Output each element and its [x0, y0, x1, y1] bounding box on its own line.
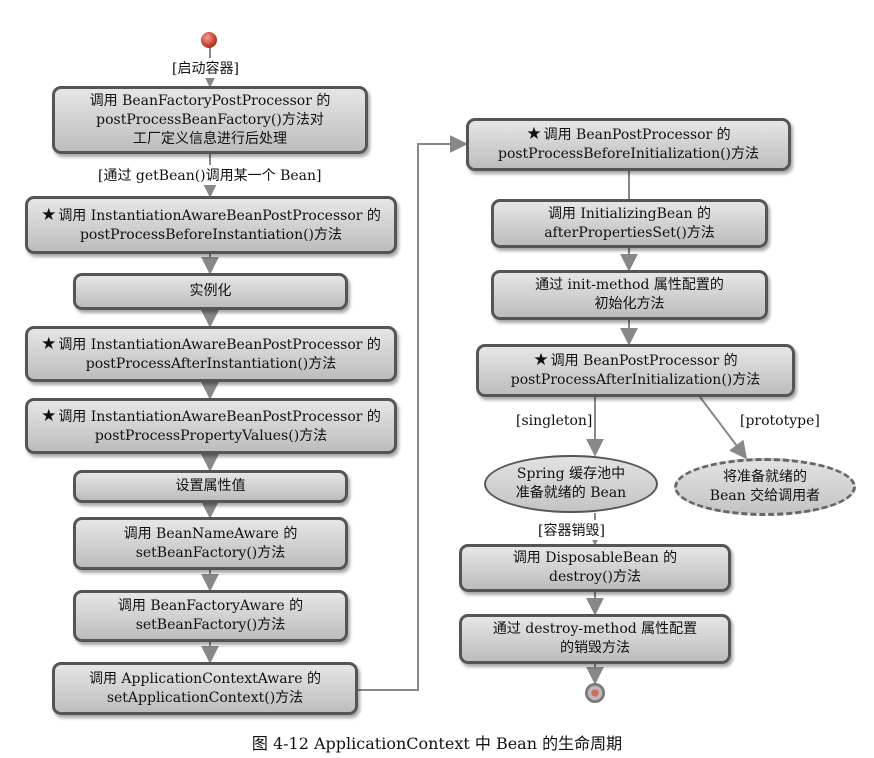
box-before-instantiation: ★调用 InstantiationAwareBeanPostProcessor … — [25, 196, 397, 254]
box-disposable-bean: 调用 DisposableBean 的 destroy()方法 — [459, 544, 731, 592]
node-line: setBeanFactory()方法 — [135, 617, 286, 633]
node-line: Bean 交给调用者 — [709, 488, 821, 504]
label-singleton: [singleton] — [514, 413, 595, 429]
node-line: 调用 ApplicationContextAware 的 — [88, 670, 321, 687]
arrow — [699, 396, 748, 460]
box-after-instantiation: ★调用 InstantiationAwareBeanPostProcessor … — [25, 326, 397, 382]
star-icon: ★ — [533, 350, 549, 370]
figure-caption: 图 4-12 ApplicationContext 中 Bean 的生命周期 — [251, 734, 623, 753]
box-set-property-values: 设置属性值 — [73, 470, 348, 503]
node-line-wrapper: ★调用 InstantiationAwareBeanPostProcessor … — [41, 204, 381, 226]
node-line: postProcessAfterInitialization()方法 — [510, 372, 761, 388]
node-line: postProcessAfterInstantiation()方法 — [85, 355, 337, 372]
box-instantiation: 实例化 — [73, 273, 348, 310]
box-initializing-bean: 调用 InitializingBean 的 afterPropertiesSet(… — [491, 199, 768, 248]
start-node — [201, 32, 217, 48]
star-icon: ★ — [41, 333, 57, 354]
star-icon: ★ — [526, 124, 542, 144]
node-line: 调用 BeanFactoryPostProcessor 的 — [89, 92, 331, 109]
box-bean-factory-aware: 调用 BeanFactoryAware 的 setBeanFactory()方法 — [73, 590, 348, 642]
node-line: Spring 缓存池中 — [516, 466, 626, 482]
node-line: 调用 BeanFactoryAware 的 — [117, 598, 304, 614]
node-line: setBeanFactory()方法 — [135, 544, 286, 561]
label-getbean: [通过 getBean()调用某一个 Bean] — [96, 165, 324, 185]
node-line: 初始化方法 — [594, 296, 665, 312]
node-line: 调用 BeanPostProcessor 的 — [543, 127, 731, 143]
node-line: 实例化 — [189, 283, 232, 299]
node-line-wrapper: ★调用 BeanPostProcessor 的 — [526, 125, 730, 145]
label-container-destroy: [容器销毁] — [536, 520, 607, 540]
node-line: 调用 InitializingBean 的 — [547, 205, 712, 222]
node-line: 调用 InstantiationAwareBeanPostProcessor 的 — [58, 408, 381, 425]
node-line-wrapper: ★调用 InstantiationAwareBeanPostProcessor … — [41, 333, 381, 355]
node-line: destroy()方法 — [548, 569, 641, 585]
box-init-method: 通过 init-method 属性配置的初始化方法 — [491, 270, 768, 320]
node-line: 将准备就绪的 — [723, 469, 807, 485]
node-line: 调用 BeanPostProcessor 的 — [550, 353, 738, 369]
node-line: postProcessBeforeInstantiation()方法 — [79, 226, 343, 243]
end-node — [585, 683, 605, 703]
node-line: 通过 destroy-method 属性配置 — [492, 621, 698, 637]
node-line: 的销毁方法 — [560, 640, 630, 656]
node-line-wrapper: ★调用 BeanPostProcessor 的 — [533, 351, 737, 371]
node-line: postProcessPropertyValues()方法 — [94, 427, 328, 444]
node-line: 工厂定义信息进行后处理 — [133, 130, 287, 147]
node-line-wrapper: ★调用 InstantiationAwareBeanPostProcessor … — [41, 405, 381, 427]
oval-spring-cache-pool: Spring 缓存池中准备就绪的 Bean — [484, 455, 658, 513]
label-start: [启动容器] — [170, 58, 241, 78]
box-destroy-method: 通过 destroy-method 属性配置的销毁方法 — [459, 614, 731, 664]
node-line: 调用 BeanNameAware 的 — [123, 525, 298, 542]
node-line: postProcessBeforeInitialization()方法 — [497, 146, 760, 162]
node-line: 调用 InstantiationAwareBeanPostProcessor 的 — [58, 336, 381, 353]
node-line: 准备就绪的 Bean — [515, 485, 627, 501]
arrow — [358, 135, 468, 691]
node-line: 调用 InstantiationAwareBeanPostProcessor 的 — [58, 207, 381, 224]
node-line: afterPropertiesSet()方法 — [544, 224, 715, 241]
node-line: 设置属性值 — [175, 478, 246, 494]
node-line: postProcessBeanFactory()方法对 — [96, 111, 324, 128]
node-line: 调用 DisposableBean 的 — [512, 550, 678, 566]
star-icon: ★ — [41, 405, 57, 426]
star-icon: ★ — [41, 204, 57, 225]
label-prototype: [prototype] — [738, 413, 822, 429]
oval-bean-to-caller: 将准备就绪的 Bean 交给调用者 — [674, 458, 856, 516]
box-property-values: ★调用 InstantiationAwareBeanPostProcessor … — [25, 398, 397, 454]
box-application-context-aware: 调用 ApplicationContextAware 的 setApplicati… — [52, 662, 358, 715]
node-line: setApplicationContext()方法 — [106, 689, 304, 706]
box-bean-name-aware: 调用 BeanNameAware 的 setBeanFactory()方法 — [73, 517, 348, 570]
box-beanfactory-post-processor: 调用 BeanFactoryPostProcessor 的 postProcess… — [52, 86, 368, 154]
node-line: 通过 init-method 属性配置的 — [535, 277, 724, 293]
